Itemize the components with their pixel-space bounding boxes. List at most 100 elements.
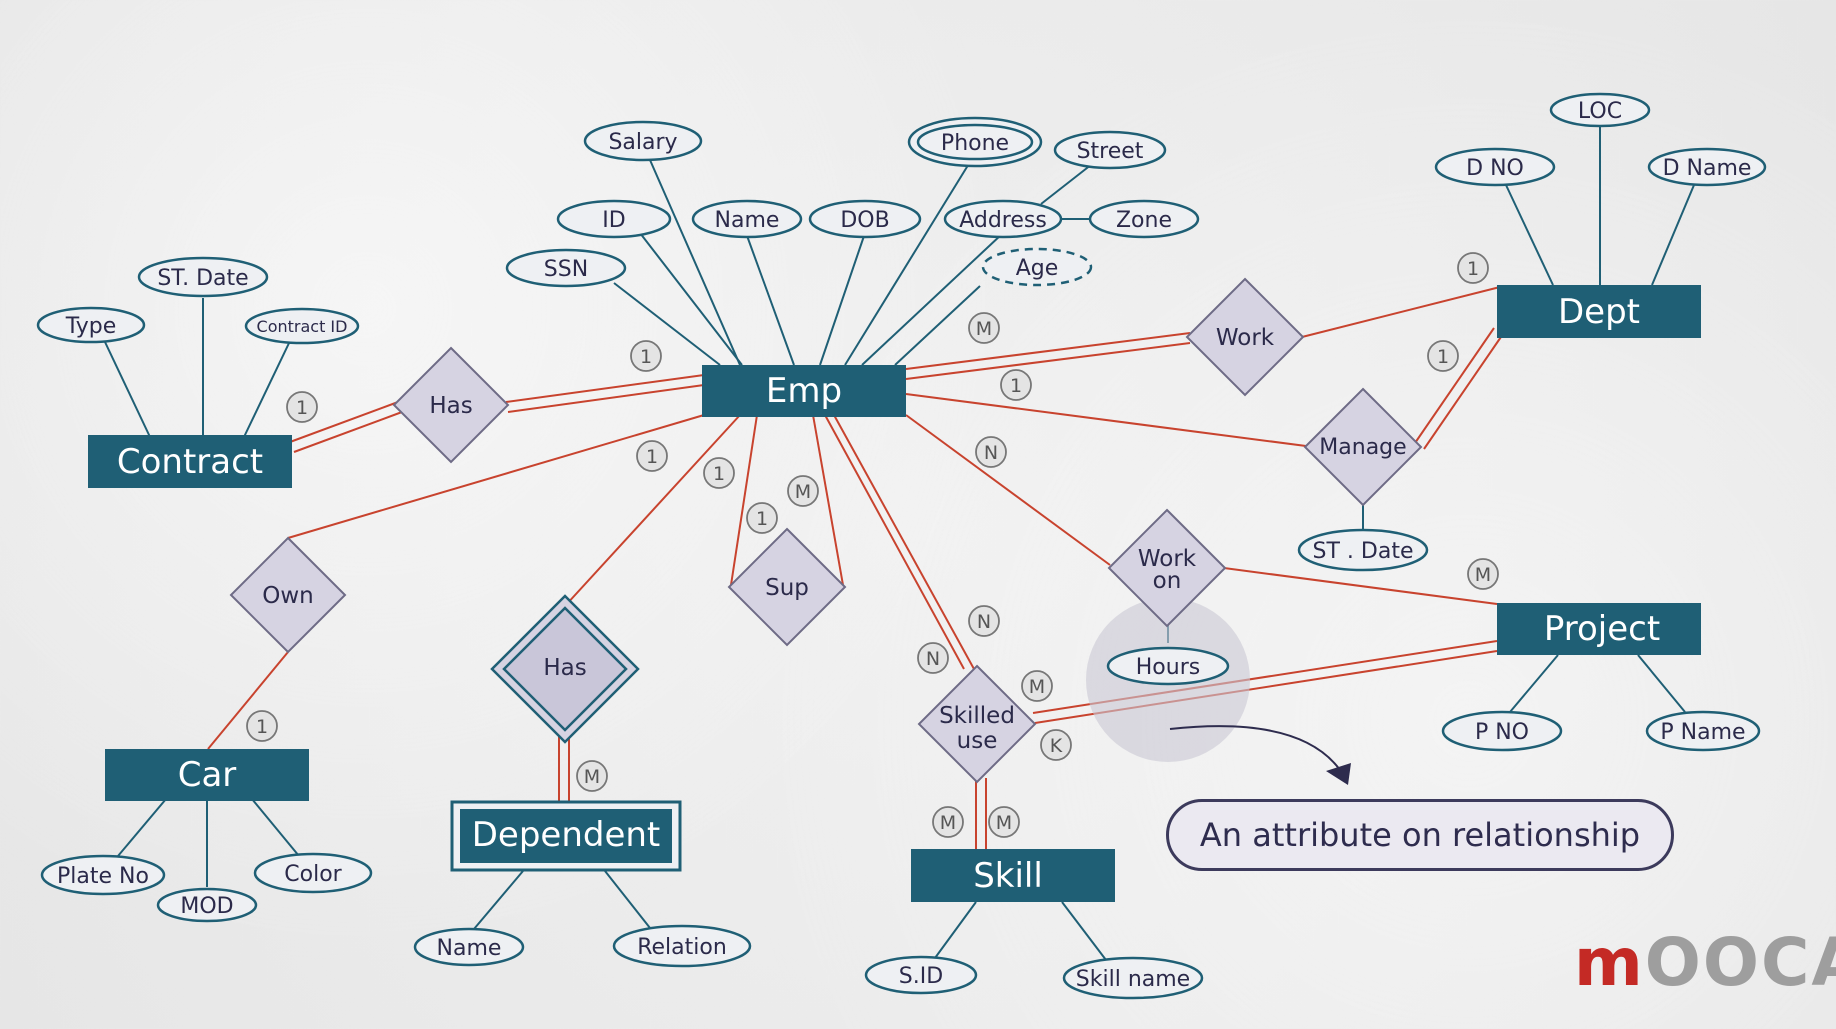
card-car-own: 1	[246, 710, 278, 742]
svg-text:1: 1	[756, 508, 768, 530]
entities: Emp Dept Contract Car Dependent Skill Pr…	[88, 285, 1701, 902]
attr-address: Address	[943, 199, 1063, 239]
card-emp-workon: N	[975, 436, 1007, 468]
svg-text:ID: ID	[602, 208, 625, 233]
card-emp-manage: 1	[1000, 369, 1032, 401]
svg-text:Plate No: Plate No	[57, 864, 149, 889]
attributes: Salary ID Name DOB SSN Phone Address	[36, 92, 1767, 1000]
entity-contract: Contract	[88, 435, 292, 488]
svg-text:1: 1	[646, 446, 658, 468]
rel-skilled-use: Skilled use	[917, 664, 1037, 784]
svg-text:LOC: LOC	[1578, 99, 1622, 124]
card-skill-m1: M	[932, 806, 964, 838]
svg-text:Has: Has	[429, 393, 472, 419]
rel-work: Work	[1185, 277, 1305, 397]
attr-age-derived: Age	[981, 247, 1093, 287]
svg-text:P NO: P NO	[1475, 720, 1529, 745]
svg-text:MOD: MOD	[180, 894, 233, 919]
card-sup-1: 1	[746, 502, 778, 534]
svg-text:1: 1	[1437, 346, 1449, 368]
attr-salary: Salary	[583, 120, 703, 162]
attr-sid: S.ID	[864, 955, 978, 995]
svg-text:1: 1	[640, 346, 652, 368]
entity-project: Project	[1497, 603, 1701, 655]
svg-text:M: M	[795, 481, 811, 503]
svg-text:Phone: Phone	[941, 131, 1009, 156]
svg-text:Skill name: Skill name	[1076, 967, 1190, 992]
attr-id: ID	[556, 199, 672, 239]
card-project-skilled: M	[1021, 670, 1053, 702]
attr-type: Type	[36, 306, 146, 344]
svg-text:M: M	[940, 812, 956, 834]
attr-contract-st-date: ST. Date	[137, 256, 269, 298]
svg-text:D Name: D Name	[1663, 156, 1752, 181]
rel-own: Own	[229, 536, 347, 654]
attr-phone-multivalued: Phone	[907, 116, 1043, 168]
entity-emp: Emp	[702, 365, 906, 417]
entity-dept: Dept	[1497, 285, 1701, 338]
svg-text:P Name: P Name	[1660, 720, 1745, 745]
attr-ssn: SSN	[505, 248, 627, 288]
svg-text:D NO: D NO	[1466, 156, 1524, 181]
attr-dob: DOB	[808, 199, 922, 239]
svg-text:N: N	[926, 648, 940, 670]
svg-text:ST. Date: ST. Date	[157, 266, 248, 291]
svg-text:Dept: Dept	[1558, 292, 1640, 332]
card-dept-work: 1	[1457, 252, 1489, 284]
rel-manage: Manage	[1303, 387, 1423, 507]
svg-text:1: 1	[713, 463, 725, 485]
svg-text:M: M	[1029, 676, 1045, 698]
attr-loc: LOC	[1549, 92, 1651, 128]
svg-text:Project: Project	[1544, 609, 1660, 649]
attr-name: Name	[691, 199, 803, 239]
card-contract-has: 1	[286, 391, 318, 423]
attr-contract-id: Contract ID	[244, 307, 360, 345]
relationship-links	[207, 286, 1504, 850]
entity-dependent-weak: Dependent	[450, 800, 682, 872]
svg-text:Hours: Hours	[1136, 655, 1200, 680]
svg-text:Name: Name	[715, 208, 780, 233]
attr-relation: Relation	[612, 924, 752, 968]
rel-sup: Sup	[727, 527, 847, 647]
card-emp-work: M	[968, 312, 1000, 344]
svg-text:N: N	[977, 611, 991, 633]
svg-text:N: N	[984, 442, 998, 464]
attr-d-name: D Name	[1647, 147, 1767, 187]
attr-p-name: P Name	[1645, 710, 1761, 752]
svg-text:K: K	[1050, 735, 1063, 757]
svg-text:Sup: Sup	[765, 575, 809, 601]
svg-text:Address: Address	[959, 208, 1047, 233]
attr-manage-st-date: ST . Date	[1297, 528, 1429, 572]
svg-text:Zone: Zone	[1116, 208, 1172, 233]
svg-text:on: on	[1153, 568, 1182, 594]
attr-color: Color	[253, 852, 373, 894]
card-emp-own: 1	[636, 440, 668, 472]
svg-text:Skill: Skill	[973, 856, 1043, 896]
logo-rest: OOCA	[1644, 924, 1836, 1001]
attr-hours: Hours	[1086, 598, 1250, 762]
svg-text:Manage: Manage	[1319, 435, 1406, 460]
card-skill-m2: M	[988, 806, 1020, 838]
card-skill-skilled-k: K	[1040, 729, 1072, 761]
annotation-arrow	[1169, 725, 1351, 785]
cardinalities: 1 1 M 1 1 1 1 1 1 M 1 M N M N N M K M M	[246, 252, 1499, 838]
attr-street: Street	[1053, 130, 1167, 170]
attr-skill-name: Skill name	[1062, 956, 1204, 1000]
svg-text:M: M	[1475, 564, 1491, 586]
card-sup-m: M	[787, 475, 819, 507]
svg-text:M: M	[584, 766, 600, 788]
entity-skill: Skill	[911, 849, 1115, 902]
card-dependent-has: M	[576, 760, 608, 792]
rel-has-contract: Has	[392, 346, 510, 464]
svg-text:DOB: DOB	[840, 208, 889, 233]
card-emp-has: 1	[630, 340, 662, 372]
rel-work-on: Work on	[1107, 508, 1227, 628]
annotation-note: An attribute on relationship	[1166, 799, 1674, 871]
rel-has-dependent-weak: Has	[490, 594, 640, 744]
entity-car: Car	[105, 749, 309, 801]
logo-first: m	[1574, 924, 1645, 1001]
svg-text:Color: Color	[284, 862, 342, 887]
svg-text:Has: Has	[543, 655, 586, 681]
relationships: Has Own Has Sup Skilled use Work on Work	[229, 277, 1423, 784]
